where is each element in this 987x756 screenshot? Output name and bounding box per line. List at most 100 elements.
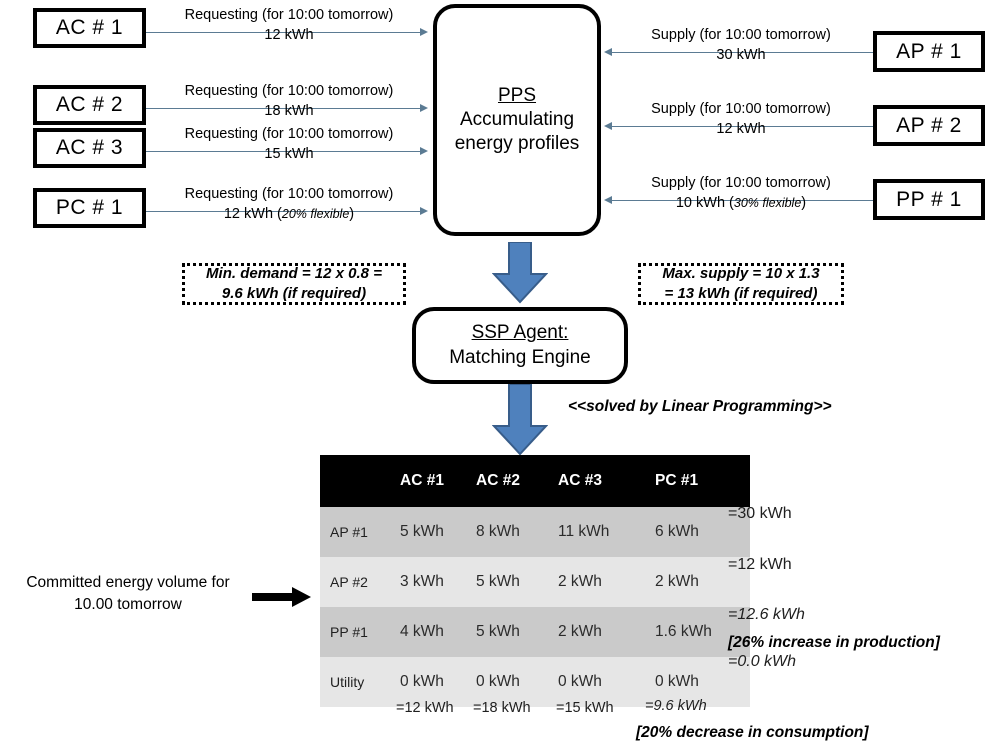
- table-col-header-ac1: AC #1: [400, 455, 476, 507]
- ssp-title: SSP Agent:: [471, 322, 569, 344]
- col-total-ac2: =18 kWh: [473, 700, 531, 716]
- row-total-ap-1: =30 kWh: [728, 505, 792, 522]
- arrowhead-ac-1-icon: [420, 28, 428, 36]
- table-cell: 2 kWh: [558, 607, 655, 657]
- note-line2: 9.6 kWh (if required): [221, 285, 367, 302]
- entity-box-ac-3[interactable]: AC # 3: [33, 128, 146, 168]
- flow-label-ac-2: Requesting (for 10:00 tomorrow) 18 kWh: [160, 82, 418, 121]
- note-line2: = 13 kWh (if required): [664, 285, 818, 302]
- entity-label: PC # 1: [55, 196, 124, 219]
- table-cell: 8 kWh: [476, 507, 558, 557]
- note-line1: Max. supply = 10 x 1.3: [662, 264, 820, 282]
- note-production-increase: [26% increase in production]: [728, 634, 940, 651]
- table-cell: 5 kWh: [400, 507, 476, 557]
- arrowhead-ac-3-icon: [420, 147, 428, 155]
- table-cell: 3 kWh: [400, 557, 476, 607]
- table-cell: 0 kWh: [558, 657, 655, 707]
- row-total-pp-1: =12.6 kWh: [728, 606, 805, 623]
- table-cell: 5 kWh: [476, 607, 558, 657]
- connector-line-pp-1: [612, 200, 874, 201]
- table-cell: 1.6 kWh: [655, 607, 750, 657]
- ssp-agent-box[interactable]: SSP Agent: Matching Engine: [412, 307, 628, 384]
- right-arrow-committed-icon: [252, 586, 312, 608]
- flow-label-line2: 30 kWh: [716, 46, 766, 63]
- table-row: AP #2 3 kWh 5 kWh 2 kWh 2 kWh: [320, 557, 750, 607]
- table-col-header-pc1: PC #1: [655, 455, 750, 507]
- entity-label: PP # 1: [896, 187, 962, 211]
- entity-box-ap-1[interactable]: AP # 1: [873, 31, 985, 72]
- pps-box[interactable]: PPS Accumulating energy profiles: [433, 4, 601, 236]
- connector-line-ac-1: [146, 32, 424, 33]
- connector-line-ac-3: [146, 151, 424, 152]
- note-line1: Min. demand = 12 x 0.8 =: [206, 264, 382, 282]
- table-cell: 0 kWh: [655, 657, 750, 707]
- entity-label: AP # 1: [896, 39, 962, 63]
- flow-label-line2: 12 kWh: [716, 120, 766, 137]
- pps-line1: Accumulating: [459, 108, 575, 130]
- table-cell: 4 kWh: [400, 607, 476, 657]
- caption-line1: Committed energy volume for: [26, 574, 230, 591]
- pps-title: PPS: [497, 84, 537, 106]
- flow-label-line2: 12 kWh: [264, 26, 314, 43]
- entity-box-ac-2[interactable]: AC # 2: [33, 85, 146, 125]
- flow-label-line2: 18 kWh: [264, 102, 314, 119]
- flow-label-pp-1: Supply (for 10:00 tomorrow) 10 kWh (30% …: [615, 174, 867, 213]
- ssp-line1: Matching Engine: [449, 346, 591, 368]
- flow-label-line1: Supply (for 10:00 tomorrow): [651, 101, 831, 117]
- down-arrow-pps-to-ssp-icon: [492, 242, 548, 304]
- note-max-supply: Max. supply = 10 x 1.3 = 13 kWh (if requ…: [638, 263, 844, 305]
- row-total-ap-2: =12 kWh: [728, 556, 792, 573]
- col-total-ac1: =12 kWh: [396, 700, 454, 716]
- arrowhead-pc-1-icon: [420, 207, 428, 215]
- table-row: Utility 0 kWh 0 kWh 0 kWh 0 kWh: [320, 657, 750, 707]
- flow-label-line1: Supply (for 10:00 tomorrow): [651, 27, 831, 43]
- flow-label-line1: Requesting (for 10:00 tomorrow): [184, 186, 394, 202]
- table-row-header: AP #2: [320, 557, 400, 607]
- note-solver: <<solved by Linear Programming>>: [568, 398, 832, 415]
- arrowhead-ac-2-icon: [420, 104, 428, 112]
- flow-label-ac-3: Requesting (for 10:00 tomorrow) 15 kWh: [160, 125, 418, 164]
- table-col-header-ac3: AC #3: [558, 455, 655, 507]
- table-cell: 0 kWh: [400, 657, 476, 707]
- flow-label-ap-1: Supply (for 10:00 tomorrow) 30 kWh: [615, 26, 867, 65]
- flow-label-line1: Requesting (for 10:00 tomorrow): [184, 7, 394, 23]
- note-consumption-decrease: [20% decrease in consumption]: [636, 724, 869, 741]
- flow-label-line2: 12 kWh (20% flexible): [223, 205, 355, 222]
- caption-line2: 10.00 tomorrow: [74, 595, 182, 613]
- entity-label: AC # 3: [55, 136, 124, 159]
- arrowhead-ap-1-icon: [604, 48, 612, 56]
- col-total-pc1: =9.6 kWh: [645, 698, 707, 714]
- connector-line-pc-1: [146, 211, 424, 212]
- flow-label-line2: 10 kWh (30% flexible): [675, 194, 807, 211]
- table-row-header: AP #1: [320, 507, 400, 557]
- entity-box-ap-2[interactable]: AP # 2: [873, 105, 985, 146]
- flow-value: 12 kWh (: [223, 205, 282, 222]
- flex-note: 20% flexible: [281, 206, 350, 221]
- committed-energy-caption: Committed energy volume for 10.00 tomorr…: [8, 572, 248, 615]
- row-total-utility: =0.0 kWh: [728, 653, 797, 670]
- entity-label: AC # 2: [55, 93, 124, 116]
- flow-label-ap-2: Supply (for 10:00 tomorrow) 12 kWh: [615, 100, 867, 139]
- connector-line-ap-2: [612, 126, 874, 127]
- table-row-header: Utility: [320, 657, 400, 707]
- entity-box-ac-1[interactable]: AC # 1: [33, 8, 146, 48]
- table-row: AP #1 5 kWh 8 kWh 11 kWh 6 kWh: [320, 507, 750, 557]
- flow-label-line1: Supply (for 10:00 tomorrow): [651, 175, 831, 191]
- arrowhead-pp-1-icon: [604, 196, 612, 204]
- note-min-demand: Min. demand = 12 x 0.8 = 9.6 kWh (if req…: [182, 263, 406, 305]
- pps-line2: energy profiles: [454, 133, 580, 155]
- down-arrow-ssp-to-table-icon: [492, 384, 548, 456]
- col-total-ac3: =15 kWh: [556, 700, 614, 716]
- table-cell: 5 kWh: [476, 557, 558, 607]
- flow-label-pc-1: Requesting (for 10:00 tomorrow) 12 kWh (…: [160, 185, 418, 224]
- table-cell: 2 kWh: [655, 557, 750, 607]
- table-cell: 6 kWh: [655, 507, 750, 557]
- flow-label-line2: 15 kWh: [264, 145, 314, 162]
- entity-box-pp-1[interactable]: PP # 1: [873, 179, 985, 220]
- connector-line-ac-2: [146, 108, 424, 109]
- entity-box-pc-1[interactable]: PC # 1: [33, 188, 146, 228]
- results-table: AC #1 AC #2 AC #3 PC #1 AP #1 5 kWh 8 kW…: [320, 455, 750, 707]
- flow-value: 10 kWh (: [675, 194, 734, 211]
- table-cell: 0 kWh: [476, 657, 558, 707]
